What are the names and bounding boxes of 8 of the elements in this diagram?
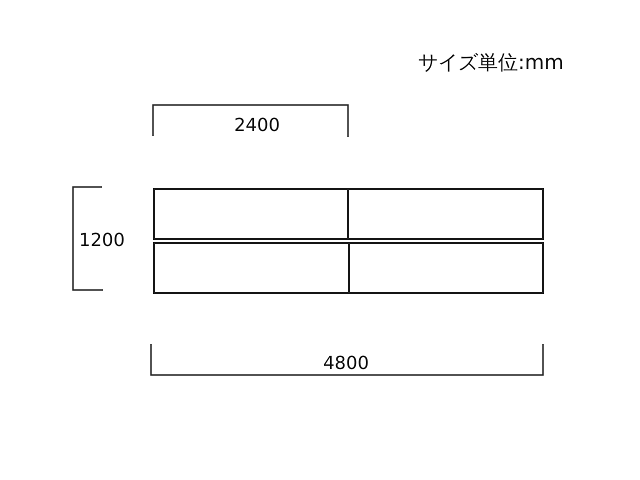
rect-panel bbox=[153, 188, 349, 240]
unit-note: サイズ単位:mm bbox=[418, 52, 564, 72]
dimension-value: 2400 bbox=[234, 117, 280, 135]
dimension-value: 1200 bbox=[79, 232, 125, 250]
dimension-value: 4800 bbox=[323, 355, 369, 373]
rect-panel bbox=[347, 188, 544, 240]
rect-panel bbox=[348, 242, 544, 294]
rect-panel bbox=[153, 242, 350, 294]
